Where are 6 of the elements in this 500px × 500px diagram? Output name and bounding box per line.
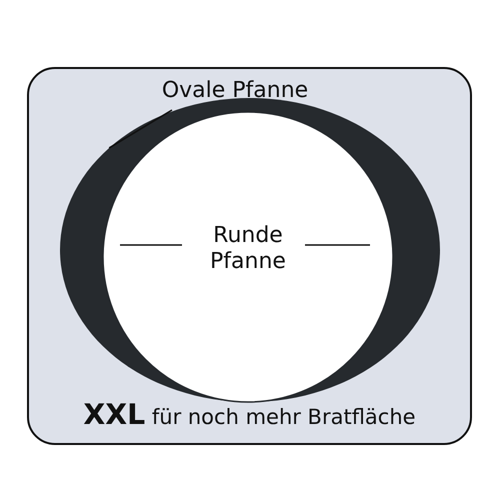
oval-pan-shape	[60, 98, 440, 402]
tagline-text: XXL für noch mehr Bratfläche	[82, 398, 417, 431]
leader-line	[108, 109, 172, 149]
round-pan-circle	[102, 111, 394, 403]
callout-label: Ovale Pfanne	[160, 78, 310, 104]
pan-label: Runde Pfanne	[209, 223, 287, 276]
